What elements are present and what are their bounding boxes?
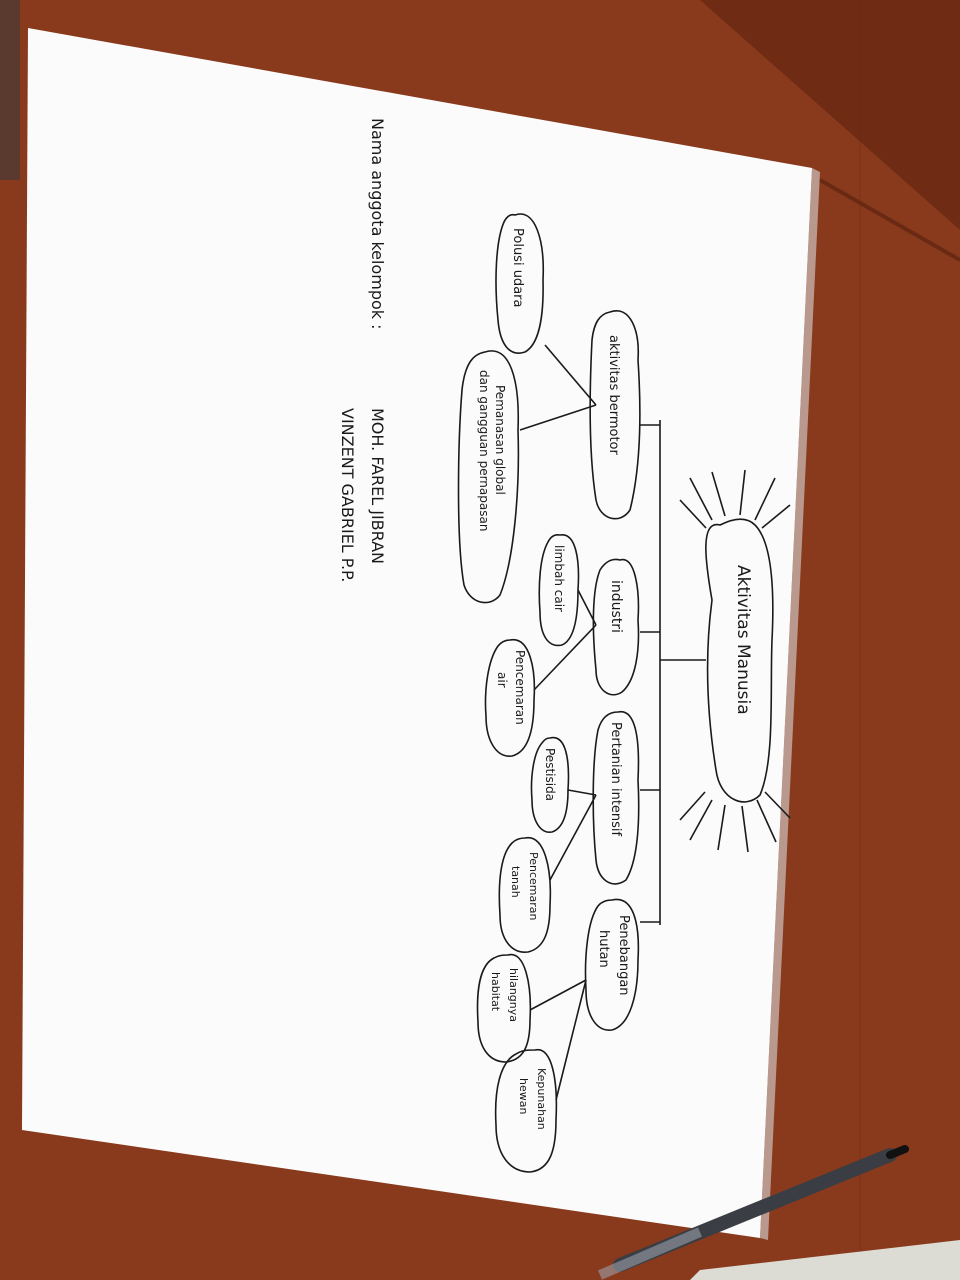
branch-label-4a: Penebangan <box>616 915 631 996</box>
branch-label-4b: hutan <box>596 930 611 968</box>
member-name-1: MOH. FAREL JIBRAN <box>368 408 387 564</box>
pen <box>598 1145 909 1280</box>
paper-sheet <box>22 28 812 1238</box>
member-name-2: VINZENT GABRIEL P.P. <box>338 408 357 582</box>
effect-label-7a: hilangnya <box>507 968 520 1022</box>
mind-map-text: Aktivitas Manusia aktivitas bermotor ind… <box>338 118 753 1130</box>
effect-cloud-6 <box>498 837 552 953</box>
effect-label-2a: Pemanasan global <box>493 385 507 495</box>
effect-cloud-2 <box>457 350 520 604</box>
effect-label-6b: tanah <box>509 866 522 898</box>
mind-map <box>457 213 791 1173</box>
effect-label-3: limbah cair <box>552 545 566 612</box>
branch-label-1: aktivitas bermotor <box>606 335 621 456</box>
effect-label-2b: dan gangguan pernapasan <box>477 370 491 531</box>
effect-label-4a: Pencemaran <box>513 650 527 725</box>
effect-cloud-5 <box>530 736 570 833</box>
effect-cloud-1 <box>495 213 545 354</box>
branch-cloud-2 <box>592 558 640 696</box>
effect-cloud-3 <box>538 533 580 647</box>
effect-label-5: Pestisida <box>543 748 557 801</box>
branch-cloud-4 <box>584 898 640 1031</box>
effect-label-7b: habitat <box>489 972 502 1012</box>
branch-cloud-3 <box>592 711 640 885</box>
branch-cloud-1 <box>589 310 641 520</box>
branch-label-3: Pertanian intensif <box>608 722 623 837</box>
effect-cloud-4 <box>484 639 536 757</box>
effect-label-1: Polusi udara <box>510 228 525 307</box>
effect-label-4b: air <box>495 672 509 688</box>
branch-label-2: industri <box>608 580 624 633</box>
sun-rays <box>679 469 791 853</box>
effect-cloud-7 <box>476 953 532 1063</box>
root-cloud <box>705 518 774 803</box>
effect-cloud-8 <box>494 1049 558 1173</box>
effect-label-8b: hewan <box>517 1078 530 1114</box>
members-label: Nama anggota kelompok : <box>368 118 387 330</box>
effect-label-6a: Pencemaran <box>527 852 540 921</box>
root-label: Aktivitas Manusia <box>733 565 753 715</box>
notebook-edge <box>690 1240 960 1280</box>
effect-label-8a: Kepunahan <box>535 1068 548 1130</box>
